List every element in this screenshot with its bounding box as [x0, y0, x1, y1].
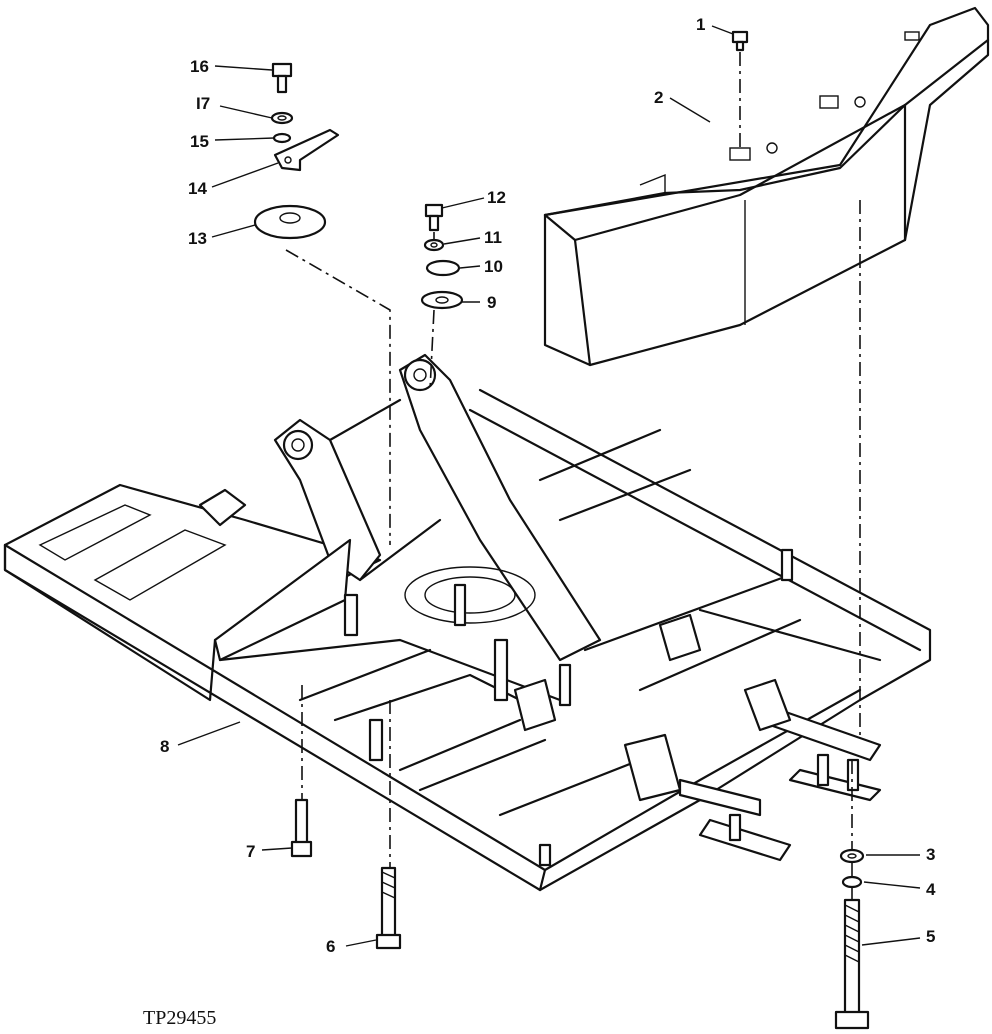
callout-4: 4 [926, 880, 936, 899]
callout-15: 15 [190, 132, 209, 151]
callout-11: 11 [484, 228, 502, 247]
cap-screw-1 [731, 30, 749, 52]
callout-8: 8 [160, 737, 169, 756]
plate-10 [425, 259, 461, 277]
callout-2: 2 [654, 88, 663, 107]
plate-9 [420, 290, 464, 310]
bolt-5 [834, 898, 870, 1030]
callout-1: 1 [696, 15, 705, 34]
callout-14: 14 [188, 179, 207, 198]
callout-12: 12 [487, 188, 506, 207]
cap-screw-12 [424, 203, 444, 232]
washer-11 [423, 238, 445, 252]
callout-9: 9 [487, 293, 496, 312]
callout-3: 3 [926, 845, 935, 864]
counterweight [543, 6, 990, 367]
bracket-14 [273, 128, 340, 172]
figure-code: TP29455 [143, 1007, 216, 1029]
bolt-7 [290, 798, 313, 858]
assembly-lines [285, 52, 861, 900]
washer-17 [270, 111, 294, 125]
washer-3 [839, 848, 865, 864]
washer-15 [272, 132, 292, 144]
callout-5: 5 [926, 927, 935, 946]
callout-7: 7 [246, 842, 255, 861]
callout-16: 16 [190, 57, 209, 76]
bolt-6 [375, 866, 402, 950]
cap-screw-16 [271, 62, 293, 94]
callout-6: 6 [326, 937, 335, 956]
callout-10: 10 [484, 257, 503, 276]
callout-labels: 1 2 3 4 5 6 7 8 9 10 11 12 13 14 15 16 I… [160, 15, 936, 956]
leader-lines [177, 25, 921, 947]
lock-washer-4 [841, 875, 863, 889]
disc-13 [253, 204, 327, 240]
callout-17: I7 [196, 94, 210, 113]
main-frame [3, 353, 932, 892]
callout-13: 13 [188, 229, 207, 248]
